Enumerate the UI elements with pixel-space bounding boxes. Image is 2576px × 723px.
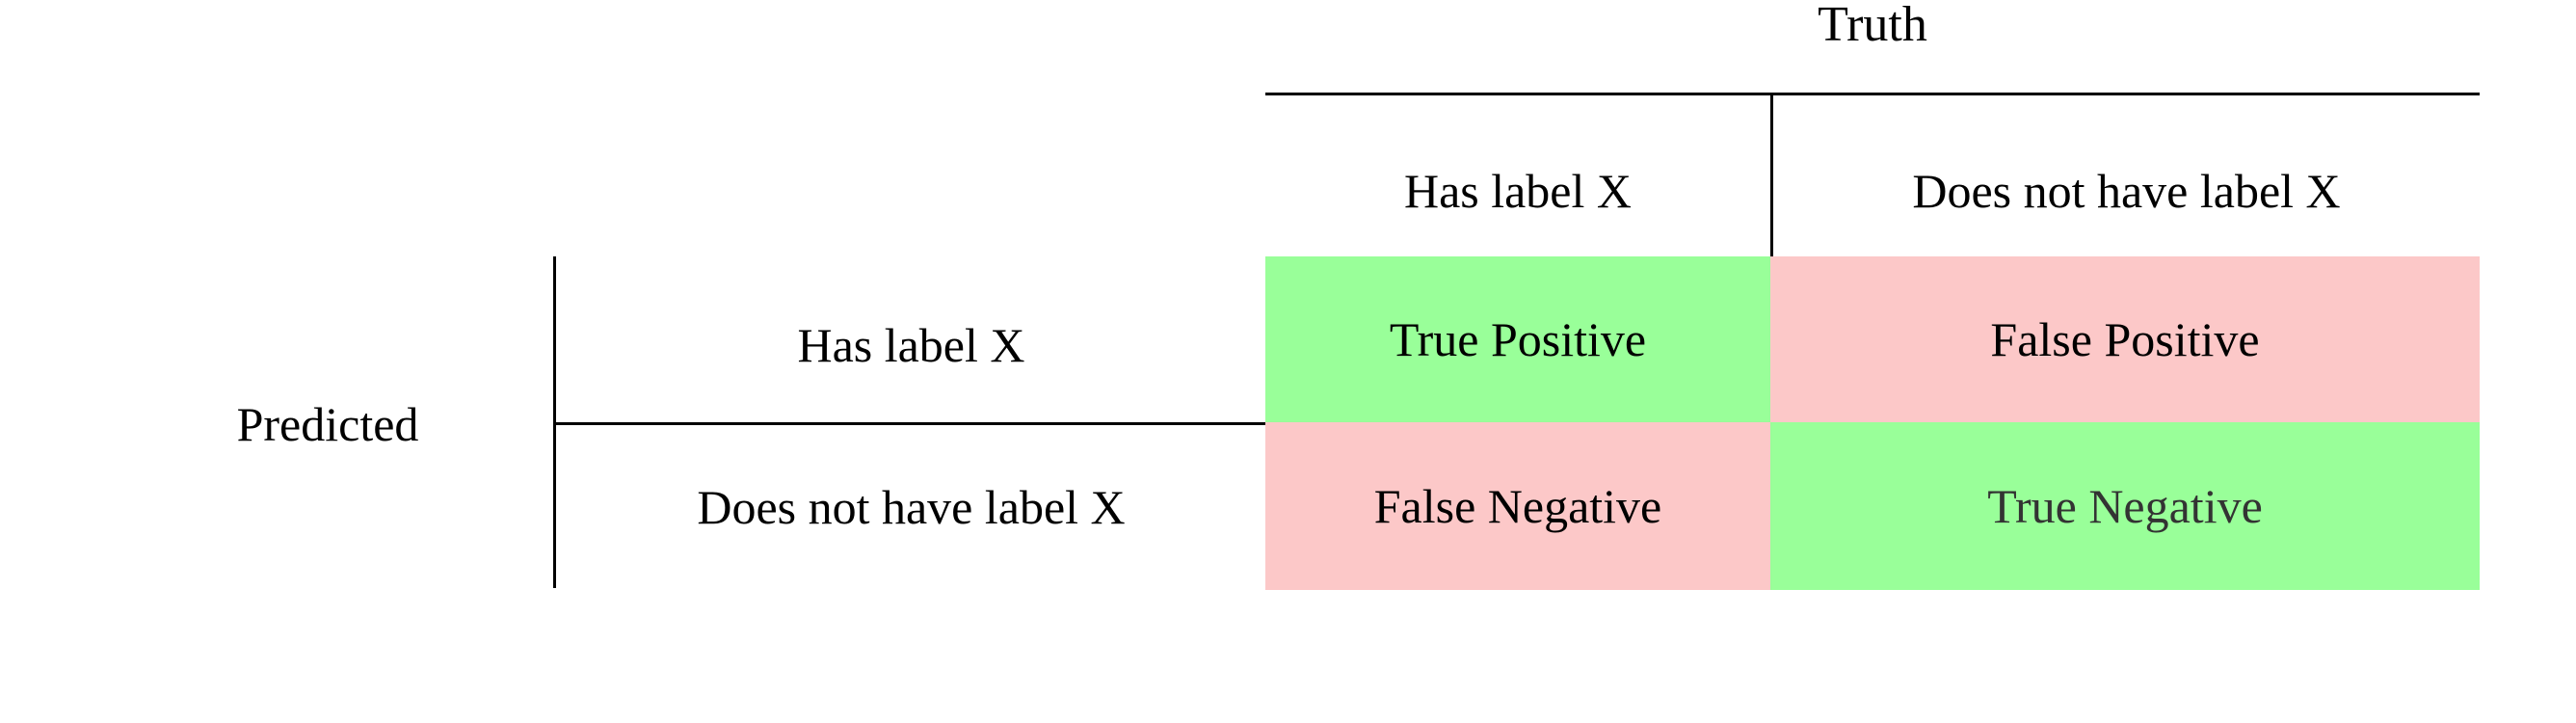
- predicted-row-header-does-not-have-label: Does not have label X: [697, 480, 1126, 534]
- matrix-cell-true-positive: True Positive: [1265, 256, 1770, 422]
- truth-column-header-has-label: Has label X: [1403, 164, 1633, 218]
- matrix-cell-true-negative: True Negative: [1770, 422, 2480, 590]
- matrix-cell-label: False Positive: [1990, 312, 2260, 366]
- truth-column-divider-rule: [1770, 93, 1773, 258]
- truth-header-top-rule: [1265, 93, 2480, 95]
- predicted-row-divider-rule: [553, 422, 1266, 425]
- predicted-axis-title: Predicted: [236, 397, 419, 451]
- matrix-cell-label: True Negative: [1987, 479, 2263, 533]
- predicted-row-header-has-label: Has label X: [797, 318, 1025, 372]
- truth-axis-title: Truth: [1818, 0, 1927, 52]
- matrix-cell-label: False Negative: [1373, 479, 1662, 533]
- matrix-cell-false-positive: False Positive: [1770, 256, 2480, 422]
- matrix-cell-false-negative: False Negative: [1265, 422, 1770, 590]
- matrix-cell-label: True Positive: [1389, 312, 1647, 366]
- truth-column-header-does-not-have-label: Does not have label X: [1912, 164, 2341, 218]
